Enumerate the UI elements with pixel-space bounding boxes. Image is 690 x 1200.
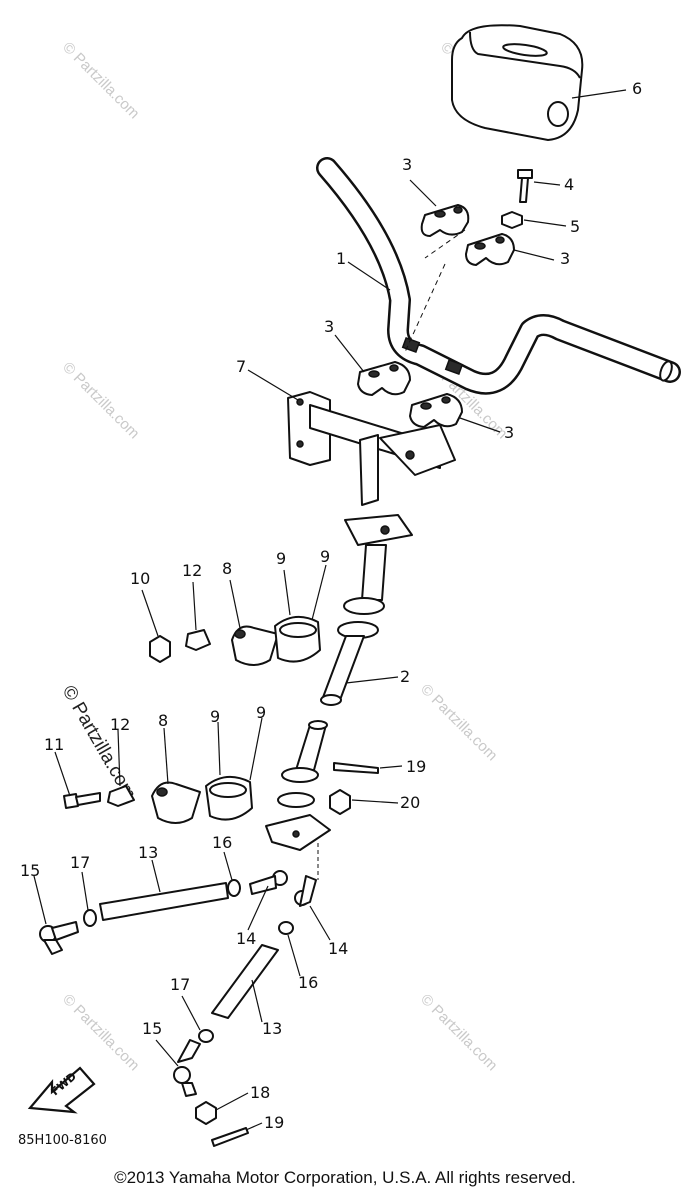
- callout-3: 3: [402, 155, 412, 174]
- leader-lines: [33, 89, 627, 1131]
- callout-9: 9: [320, 547, 330, 566]
- callout-16: 16: [212, 833, 232, 852]
- steering-column: [265, 514, 413, 851]
- callout-18: 18: [250, 1083, 270, 1102]
- callout-9: 9: [210, 707, 220, 726]
- callout-11: 11: [44, 735, 64, 754]
- callout-9: 9: [276, 549, 286, 568]
- tie-rod: [211, 944, 279, 1019]
- callout-2: 2: [400, 667, 410, 686]
- upper-holder-clamp: [420, 204, 470, 237]
- collar-holder: [151, 781, 201, 824]
- diagram-code: 85H100-8160: [18, 1133, 107, 1148]
- bushing-halves: [274, 615, 321, 663]
- callout-13: 13: [138, 843, 158, 862]
- callout-3: 3: [560, 249, 570, 268]
- callout-9: 9: [256, 703, 266, 722]
- callout-7: 7: [236, 357, 246, 376]
- callout-13: 13: [262, 1019, 282, 1038]
- tie-rod: [99, 882, 229, 921]
- bolt: [211, 1127, 249, 1147]
- callout-3: 3: [324, 317, 334, 336]
- bolt: [333, 762, 379, 774]
- watermark: © Partzilla.com: [59, 991, 142, 1074]
- collar-holder: [231, 625, 279, 666]
- watermarks: © Partzilla.com © Partzilla.com © Partzi…: [58, 39, 521, 1074]
- lower-holder-clamp: [357, 361, 411, 396]
- callout-17: 17: [170, 975, 190, 994]
- callout-12: 12: [110, 715, 130, 734]
- callout-14: 14: [236, 929, 256, 948]
- column-bracket: [287, 391, 456, 506]
- callout-19: 19: [406, 757, 426, 776]
- plate-nut: [107, 785, 135, 807]
- callout-12: 12: [182, 561, 202, 580]
- callout-17: 17: [70, 853, 90, 872]
- callout-15: 15: [142, 1019, 162, 1038]
- callout-4: 4: [564, 175, 574, 194]
- callout-8: 8: [222, 559, 232, 578]
- watermark: © Partzilla.com: [417, 681, 500, 764]
- lower-holder-clamp: [409, 393, 463, 428]
- watermark: © Partzilla.com: [417, 991, 500, 1074]
- callout-1: 1: [336, 249, 346, 268]
- plate-nut: [185, 629, 211, 651]
- callout-20: 20: [400, 793, 420, 812]
- nut: [501, 211, 523, 229]
- callout-labels: 1 2 3 3 3 3 4 5 6 7 8 8 9 9 9 9 10 11 12…: [20, 79, 642, 1132]
- callout-5: 5: [570, 217, 580, 236]
- upper-holder-clamp: [465, 233, 515, 266]
- tie-rod-end: [249, 870, 288, 895]
- nut: [83, 879, 294, 1125]
- nut: [149, 635, 171, 663]
- bolt: [517, 169, 533, 203]
- tie-rod-end: [294, 875, 317, 907]
- bolt: [63, 792, 101, 809]
- callout-14: 14: [328, 939, 348, 958]
- watermark: © Partzilla.com: [59, 359, 142, 442]
- callout-19: 19: [264, 1113, 284, 1132]
- callout-6: 6: [632, 79, 642, 98]
- callout-16: 16: [298, 973, 318, 992]
- tie-rod-end: [173, 1039, 201, 1097]
- nut: [329, 789, 351, 815]
- copyright-notice: ©2013 Yamaha Motor Corporation, U.S.A. A…: [114, 1168, 576, 1187]
- callout-3: 3: [504, 423, 514, 442]
- watermark: © Partzilla.com: [59, 39, 142, 122]
- handlebar: [316, 157, 681, 395]
- callout-8: 8: [158, 711, 168, 730]
- callout-10: 10: [130, 569, 150, 588]
- callout-15: 15: [20, 861, 40, 880]
- forward-arrow-icon: FWD: [27, 1066, 96, 1114]
- tie-rod-end: [39, 921, 79, 955]
- bushing-halves: [205, 775, 253, 821]
- watermark: © Partzilla.com: [58, 682, 140, 803]
- handlebar-pad: [451, 24, 584, 141]
